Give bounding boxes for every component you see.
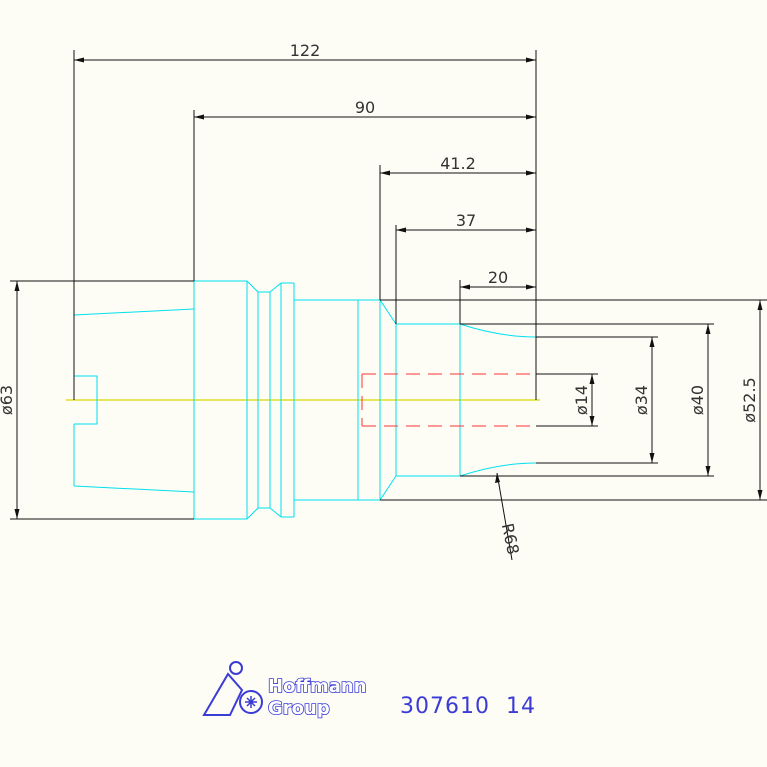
dim-length-37: 37	[456, 211, 476, 230]
hoffmann-group-logo: Hoffmann Group	[202, 661, 367, 720]
dim-diameter-34: ø34	[632, 385, 651, 415]
part-outline	[73, 280, 537, 520]
dim-diameter-14: ø14	[572, 385, 591, 415]
logo-text-line2: Group	[268, 698, 330, 719]
dimension-lines	[10, 50, 767, 561]
hidden-bore	[361, 373, 536, 427]
dim-diameter-40: ø40	[688, 385, 707, 415]
logo-text-line1: Hoffmann	[268, 676, 367, 697]
arrowheads	[14, 57, 763, 519]
dim-length-20: 20	[488, 268, 508, 287]
dim-diameter-63: ø63	[0, 385, 16, 415]
dim-radius-68: R68	[498, 521, 523, 556]
dim-length-90: 90	[355, 98, 375, 117]
part-number: 307610 14	[400, 694, 536, 719]
dim-length-122: 122	[290, 41, 321, 60]
dim-length-41-2: 41.2	[440, 154, 476, 173]
logo-mark-icon	[202, 661, 263, 716]
dim-diameter-52-5: ø52.5	[740, 377, 759, 422]
